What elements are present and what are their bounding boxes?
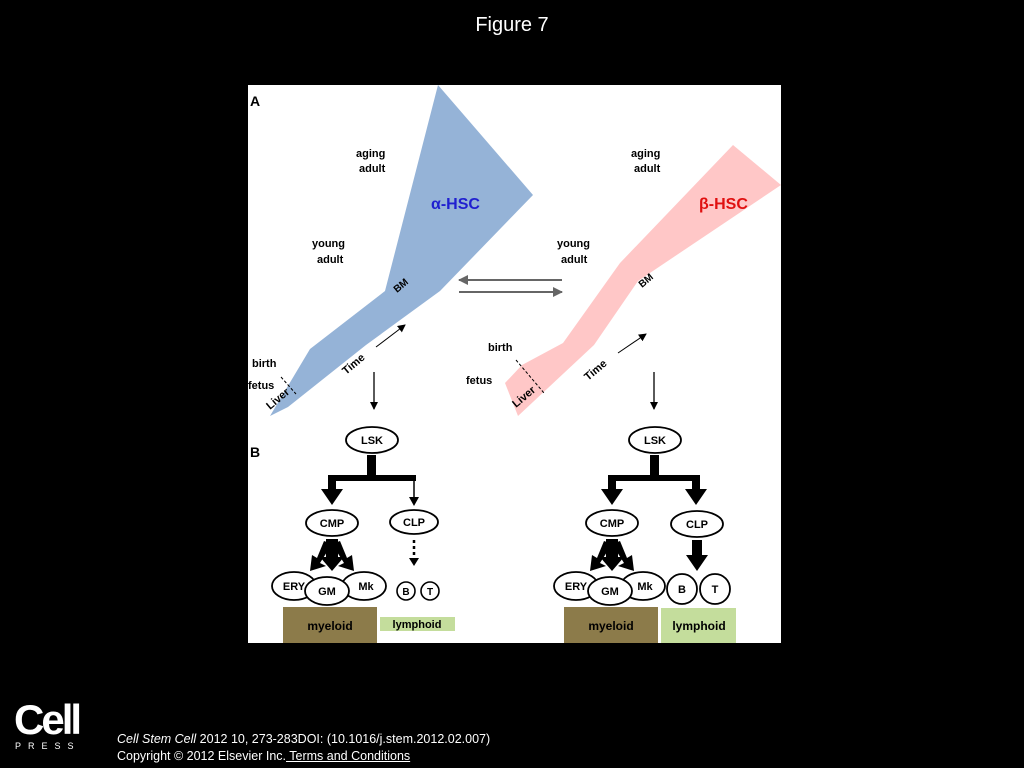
right-branch-bar: [608, 475, 700, 481]
left-gm-label: GM: [318, 586, 336, 598]
left-t-node: [420, 581, 440, 601]
terms-link[interactable]: Terms and Conditions: [286, 749, 411, 763]
beta-fetus-label: fetus: [466, 375, 492, 387]
beta-birth-label: birth: [488, 342, 513, 354]
logo-word: Cell: [14, 696, 82, 743]
right-gm-label: GM: [601, 586, 619, 598]
right-b-node: [666, 573, 698, 605]
right-cmp-node: [585, 509, 639, 537]
right-gm-node: [587, 576, 633, 606]
left-cmp-label: CMP: [320, 518, 344, 530]
right-lsk-node: [628, 426, 682, 454]
citation-line-1: Cell Stem Cell 2012 10, 273-283DOI: (10.…: [117, 731, 490, 748]
cell-press-logo: Cell PRESS: [14, 696, 86, 752]
alpha-hsc-lineage-shape: [270, 85, 533, 416]
right-lymphoid-stem: [692, 540, 702, 556]
left-lymphoid-arrowhead: [409, 558, 419, 566]
beta-time-label: Time: [582, 358, 609, 384]
beta-adult-label: adult: [634, 163, 661, 175]
citation-details: 2012 10, 273-283DOI: (10.1016/j.stem.201…: [196, 732, 491, 746]
left-ery-label: ERY: [283, 581, 306, 593]
right-lineage-tree: LSK CMP CLP ERY Mk GM B T: [553, 426, 736, 643]
alpha-fetus-label: fetus: [248, 380, 274, 392]
left-lsk-label: LSK: [361, 435, 383, 447]
left-lsk-stem: [367, 455, 376, 477]
left-b-label: B: [402, 587, 409, 598]
left-clp-label: CLP: [403, 517, 425, 529]
left-lymphoid-box: [380, 617, 455, 631]
left-mk-arrow: [332, 541, 354, 571]
left-myeloid-box: [283, 607, 377, 643]
right-myeloid-box: [564, 607, 658, 643]
left-myeloid-label: myeloid: [307, 619, 352, 633]
left-ery-arrow: [310, 541, 332, 571]
right-lymphoid-label: lymphoid: [672, 619, 725, 633]
alpha-birth-dashed-line: [280, 376, 297, 395]
right-t-label: T: [712, 584, 719, 596]
left-b-node: [396, 581, 416, 601]
alpha-aging-label: aging: [356, 148, 385, 160]
panel-label-a: A: [250, 93, 260, 109]
alpha-adult-label: adult: [359, 163, 386, 175]
beta-young-label: young: [557, 238, 590, 250]
left-lsk-node: [345, 426, 399, 454]
left-t-label: T: [427, 587, 433, 598]
left-cmp-arrowhead: [321, 489, 343, 505]
right-ery-arrow: [590, 541, 612, 571]
citation: Cell Stem Cell 2012 10, 273-283DOI: (10.…: [117, 731, 490, 765]
left-lineage-tree: LSK CMP CLP ERY Mk GM B: [271, 426, 455, 643]
beta-hsc-lineage-shape: [505, 145, 781, 416]
right-cmp-arrowhead: [601, 489, 623, 505]
right-lymphoid-arrowhead: [686, 555, 708, 571]
figure-title: Figure 7: [475, 14, 549, 36]
right-clp-node: [670, 510, 724, 538]
left-lymphoid-label: lymphoid: [393, 619, 442, 631]
right-lsk-stem: [650, 455, 659, 477]
left-cmp-stem: [328, 479, 336, 490]
right-mk-label: Mk: [637, 581, 653, 593]
beta-birth-dashed-line: [515, 359, 545, 394]
right-lymphoid-box: [661, 608, 736, 643]
right-b-label: B: [678, 584, 686, 596]
right-myeloid-label: myeloid: [588, 619, 633, 633]
panel-label-b: B: [250, 444, 260, 460]
logo-sub: PRESS: [15, 741, 81, 751]
citation-line-2: Copyright © 2012 Elsevier Inc. Terms and…: [117, 748, 490, 765]
right-clp-arrowhead: [685, 489, 707, 505]
right-lsk-label: LSK: [644, 435, 666, 447]
beta-time-arrow: [617, 333, 647, 354]
alpha-time-arrow: [375, 324, 406, 348]
left-mk-label: Mk: [358, 581, 374, 593]
copyright-text: Copyright © 2012 Elsevier Inc.: [117, 749, 287, 763]
right-clp-label: CLP: [686, 519, 708, 531]
left-cmp-node: [305, 509, 359, 537]
alpha-birth-label: birth: [252, 358, 277, 370]
alpha-hsc-title: α-HSC: [431, 196, 480, 213]
alpha-young-adult-label: adult: [317, 254, 344, 266]
beta-young-adult-label: adult: [561, 254, 588, 266]
right-cmp-stem: [608, 479, 616, 490]
left-branch-bar: [328, 475, 416, 481]
left-clp-node: [389, 509, 439, 535]
right-clp-stem: [692, 479, 700, 490]
figure-panel: A B aging adult α-HSC young adult birth …: [248, 85, 781, 643]
right-mk-arrow: [612, 541, 634, 571]
right-cmp-label: CMP: [600, 518, 624, 530]
right-ery-label: ERY: [565, 581, 588, 593]
journal-name: Cell Stem Cell: [117, 732, 197, 746]
left-clp-arrowhead: [409, 497, 419, 506]
alpha-young-label: young: [312, 238, 345, 250]
beta-hsc-title: β-HSC: [699, 196, 748, 213]
right-t-node: [699, 573, 731, 605]
beta-aging-label: aging: [631, 148, 660, 160]
left-gm-node: [304, 576, 350, 606]
figure-diagram: A B aging adult α-HSC young adult birth …: [248, 85, 781, 643]
